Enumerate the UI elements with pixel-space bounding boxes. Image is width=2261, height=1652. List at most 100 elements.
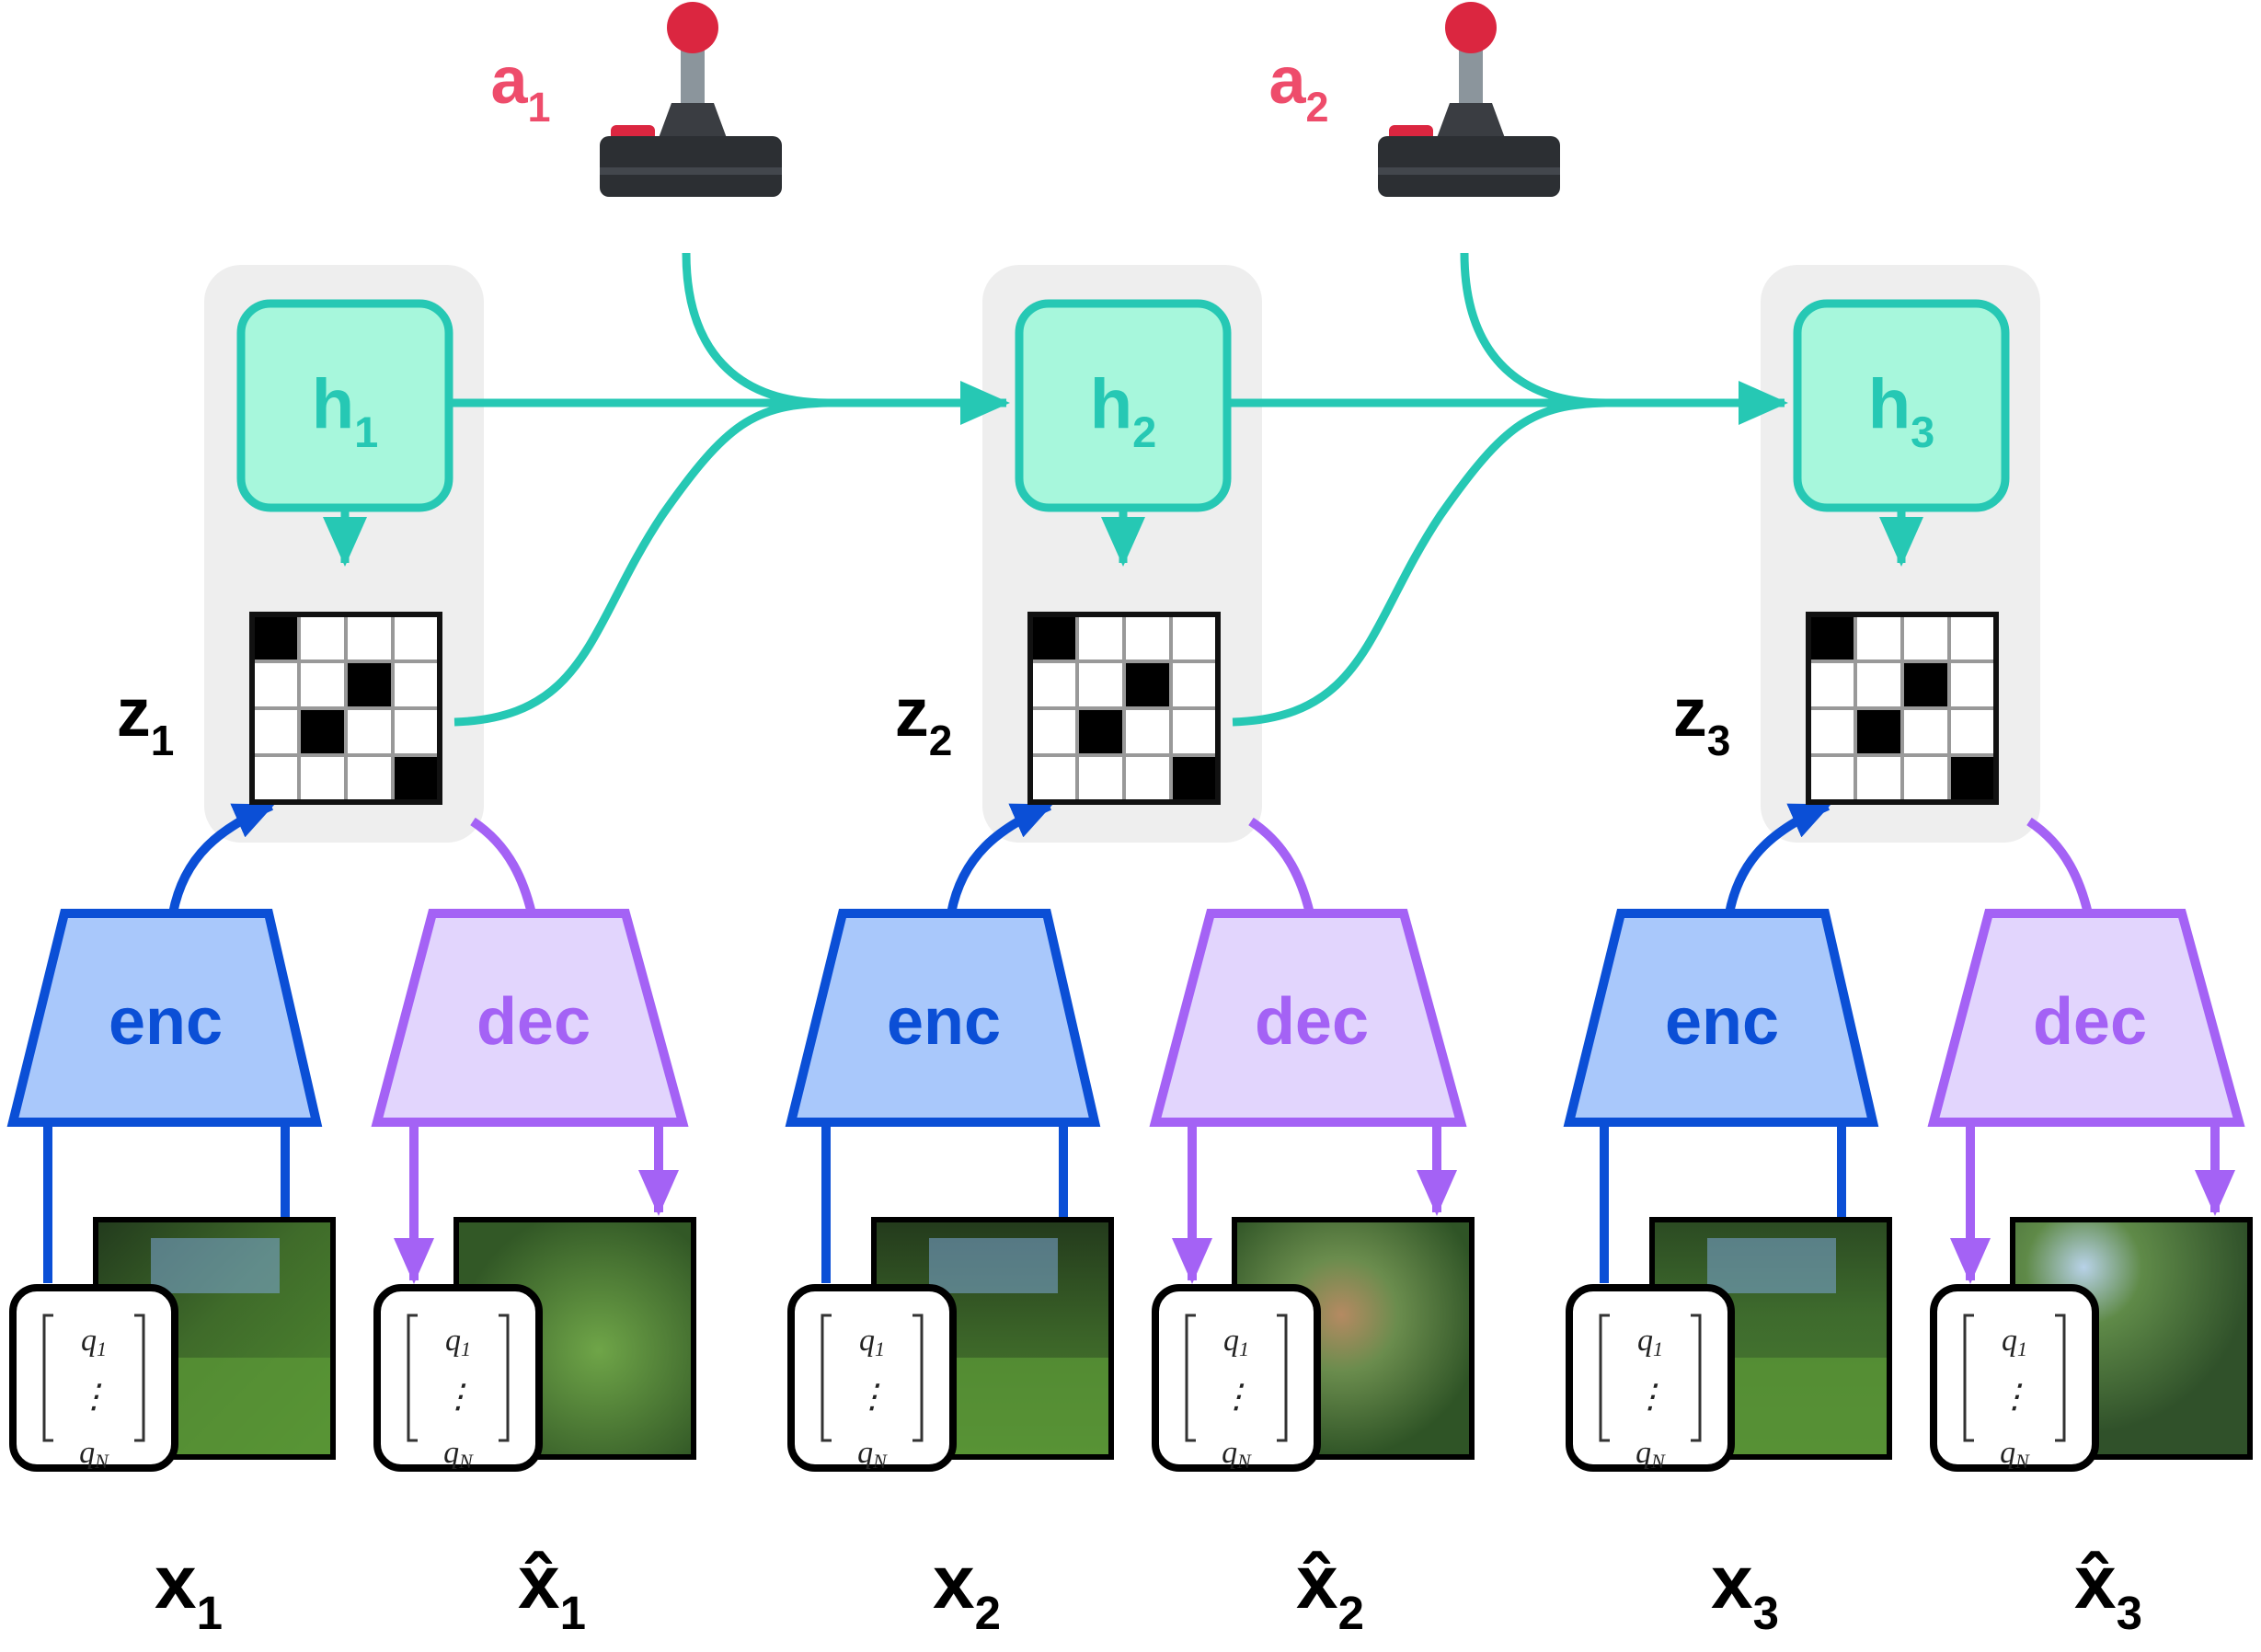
latent-grid-border-3 [1806, 612, 1999, 805]
decoder-block-2 [1149, 909, 1467, 1127]
latent-grid-cell-1-4 [393, 755, 440, 802]
observation-label-1-subscript: 1 [197, 1587, 223, 1639]
joystick-stick [1459, 50, 1483, 105]
reconstruction-label-3-base: x̂ [2074, 1541, 2117, 1624]
latent-label-2: z2 [895, 674, 953, 764]
token-card-border [9, 1284, 178, 1472]
token-card-border [1152, 1284, 1321, 1472]
token-q1-base: q [445, 1324, 461, 1358]
encoder-block-3 [1563, 909, 1879, 1127]
latent-grid-border-1 [249, 612, 442, 805]
decoder-label-1: dec [476, 985, 591, 1059]
observation-label-3: x3 [1711, 1541, 1779, 1639]
joystick-stripe [600, 167, 782, 175]
latent-grid-cell-1-1 [252, 614, 299, 661]
latent-to-decoder-curve-3 [2026, 817, 2093, 915]
token-q1-base: q [1637, 1324, 1653, 1358]
token-q1: q1 [1637, 1324, 1663, 1360]
token-qN: qN [1222, 1436, 1252, 1473]
token-qN-sub: N [1236, 1450, 1252, 1473]
decoder-label-3: dec [2033, 985, 2147, 1059]
token-qN-sub: N [872, 1450, 888, 1473]
encoder-block-2 [785, 909, 1101, 1127]
token-qN-base: q [443, 1436, 459, 1470]
token-qN: qN [857, 1436, 888, 1473]
bracket-right [1277, 1314, 1288, 1442]
encoder-to-latent-arrow-3 [1725, 801, 1831, 914]
bracket-right [1691, 1314, 1702, 1442]
encoder-block-1 [6, 909, 323, 1127]
token-q1: q1 [81, 1324, 107, 1360]
token-vector-card-recon-1: q1⋮qN [373, 1284, 543, 1473]
input-frame-sky-1 [151, 1238, 280, 1293]
reconstruction-label-3-subscript: 3 [2117, 1587, 2142, 1639]
latent-grid-cell-2-2 [1124, 661, 1171, 708]
bracket-left [1599, 1314, 1610, 1442]
hidden-state-box-2 [1015, 299, 1232, 512]
token-vector-card-recon-3: q1⋮qN [1930, 1284, 2099, 1473]
token-qN-base: q [1635, 1436, 1651, 1470]
token-q1-sub: 1 [875, 1337, 885, 1360]
token-card-border [373, 1284, 543, 1472]
hidden-state-label-2-subscript: 2 [1132, 407, 1156, 456]
token-q1-base: q [859, 1324, 875, 1358]
token-q1-sub: 1 [461, 1337, 471, 1360]
encoder-label-2: enc [887, 985, 1001, 1059]
bracket-left [42, 1314, 53, 1442]
token-qN: qN [2000, 1436, 2030, 1473]
action-label-2-base: a [1268, 44, 1306, 118]
joystick-stripe [1378, 167, 1560, 175]
latent-label-3-subscript: 3 [1707, 717, 1731, 764]
token-q1: q1 [859, 1324, 885, 1360]
hidden-state-label-3-base: h [1868, 365, 1911, 443]
latent-to-next-curve-2 [1232, 398, 1607, 727]
token-q1: q1 [2002, 1324, 2027, 1360]
token-qN-base: q [857, 1436, 873, 1470]
token-q1-base: q [1223, 1324, 1239, 1358]
token-vector-card-input-2: q1⋮qN [787, 1284, 957, 1473]
encoder-label-3: enc [1665, 985, 1779, 1059]
hidden-state-label-2: h2 [1090, 365, 1157, 456]
bracket-left [821, 1314, 832, 1442]
latent-grid-cell-3-4 [1949, 755, 1996, 802]
token-qN-sub: N [94, 1450, 109, 1473]
reconstruction-label-1-subscript: 1 [560, 1587, 586, 1639]
token-dots: ⋮ [1220, 1378, 1253, 1415]
joystick-ball [1445, 2, 1497, 53]
token-qN: qN [443, 1436, 474, 1473]
token-vector-card-recon-2: q1⋮qN [1152, 1284, 1321, 1473]
input-frame-sky-3 [1707, 1238, 1836, 1293]
latent-grid-cell-3-2 [1902, 661, 1949, 708]
hidden-state-label-3: h3 [1868, 365, 1935, 456]
latent-to-next-curve-1 [453, 398, 829, 727]
reconstruction-label-2-base: x̂ [1296, 1541, 1338, 1624]
joystick-ball [667, 2, 718, 53]
token-qN-sub: N [2014, 1450, 2030, 1473]
token-card-border [1930, 1284, 2099, 1472]
decoder-block-1 [371, 909, 689, 1127]
decoder-label-2: dec [1255, 985, 1369, 1059]
hidden-state-label-2-base: h [1090, 365, 1132, 443]
token-q1-base: q [81, 1324, 97, 1358]
bracket-left [407, 1314, 418, 1442]
token-qN: qN [1635, 1436, 1666, 1473]
action-label-2: a2 [1268, 44, 1328, 131]
encoder-label-1: enc [109, 985, 223, 1059]
bracket-right [499, 1314, 510, 1442]
bracket-left [1963, 1314, 1974, 1442]
joystick-base-top [659, 103, 727, 138]
hidden-state-label-1-subscript: 1 [354, 407, 378, 456]
latent-label-3-base: z [1673, 674, 1707, 751]
bracket-right [912, 1314, 924, 1442]
reconstruction-label-2-subscript: 2 [1338, 1587, 1364, 1639]
token-qN: qN [79, 1436, 109, 1473]
joystick-base-top [1437, 103, 1505, 138]
reconstruction-label-3: x̂3 [2074, 1541, 2142, 1639]
token-vector-card-input-3: q1⋮qN [1566, 1284, 1735, 1473]
hidden-state-box-3 [1793, 299, 2010, 512]
observation-label-3-base: x [1711, 1541, 1753, 1624]
token-vector-card-input-1: q1⋮qN [9, 1284, 178, 1473]
observation-label-2-subscript: 2 [975, 1587, 1001, 1639]
bracket-right [134, 1314, 145, 1442]
